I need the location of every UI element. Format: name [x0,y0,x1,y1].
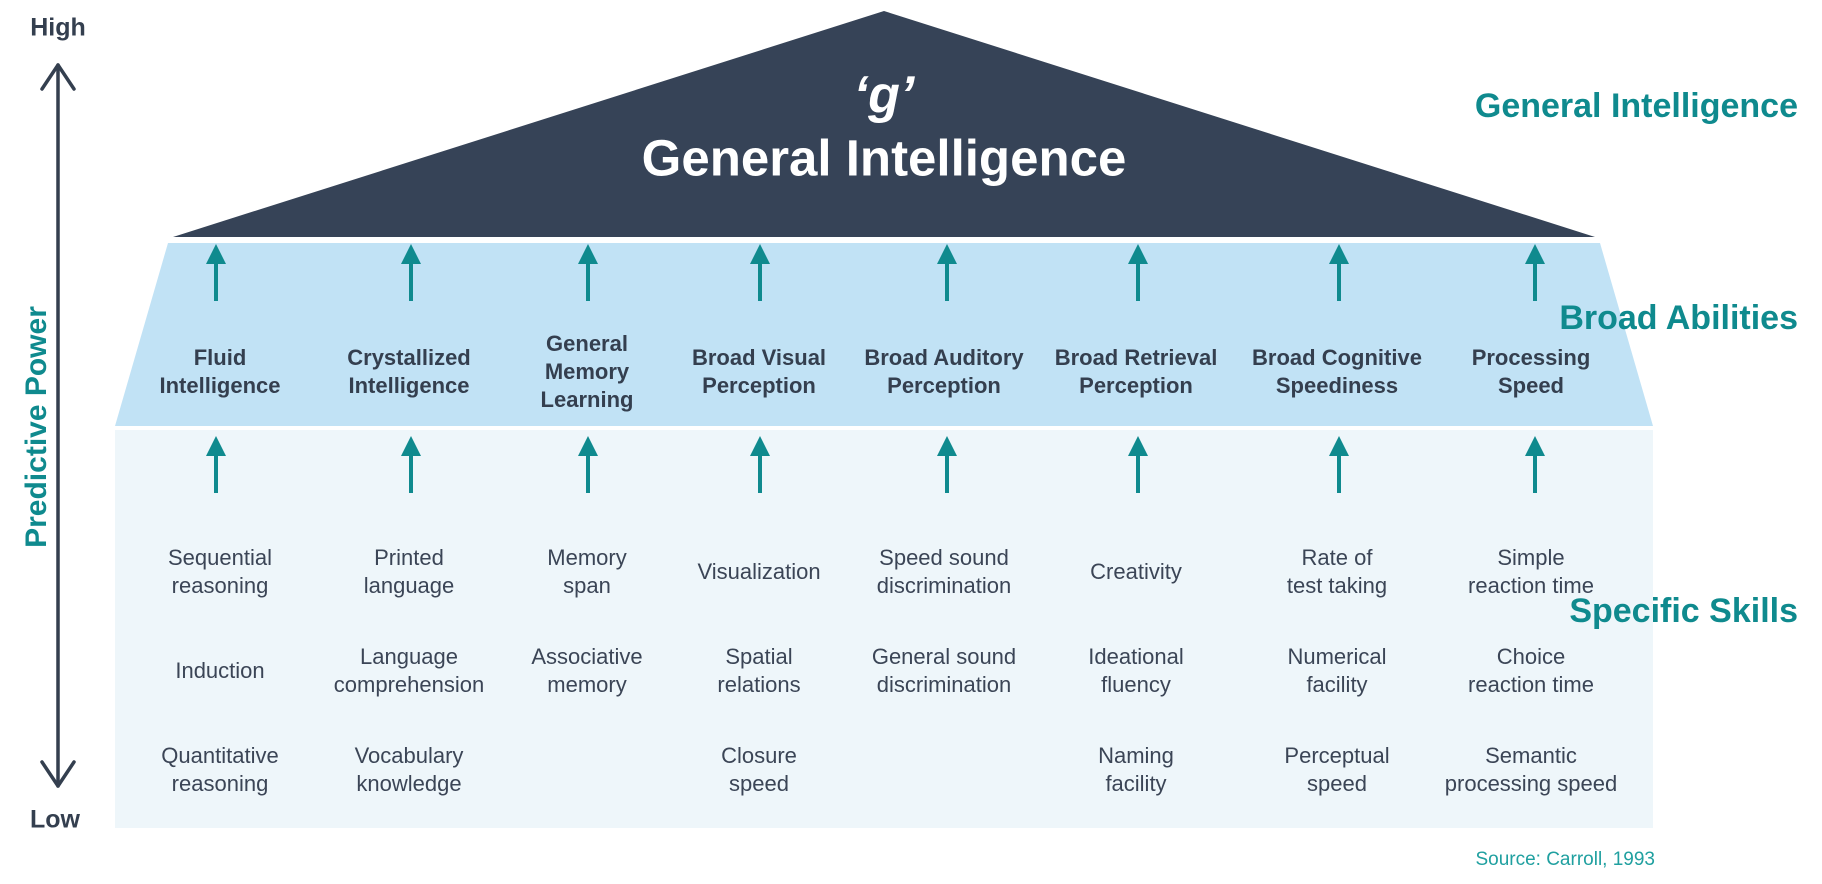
specific-skills-band [115,430,1653,828]
specific-skill: Rate of test taking [1286,545,1388,598]
specific-skill: Semantic processing speed [1444,743,1618,796]
axis-up-arrow-icon [40,63,76,91]
specific-skill: Ideational fluency [1088,644,1184,697]
specific-skill: Quantitative reasoning [161,743,279,796]
specific-skill: Speed sound discrimination [876,545,1012,598]
general-intelligence-triangle [173,11,1595,237]
axis-high-label: High [30,13,86,42]
specific-skill: Choice reaction time [1468,644,1594,697]
specific-skill: Perceptual speed [1284,743,1390,796]
broad-ability: Crystallized Intelligence [347,345,471,398]
source-note: Source: Carroll, 1993 [1475,849,1655,870]
specific-skill: Language comprehension [333,644,485,697]
broad-ability: General Memory Learning [540,331,634,412]
specific-skill: Numerical facility [1287,644,1387,697]
specific-skill: Spatial relations [717,644,801,697]
broad-ability: Broad Retrieval Perception [1054,345,1218,398]
broad-ability: Fluid Intelligence [159,345,281,398]
specific-skill: Vocabulary knowledge [354,743,464,796]
axis-low-label: Low [30,805,80,834]
specific-skill: Simple reaction time [1468,545,1594,598]
specific-skill: Sequential reasoning [168,545,272,598]
general-intelligence-title: General Intelligence [641,129,1127,187]
broad-ability: Broad Cognitive Speediness [1252,345,1422,398]
level-label-specific: Specific Skills [1569,592,1798,630]
level-label-general: General Intelligence [1474,87,1798,125]
specific-skill: Visualization [697,559,821,584]
broad-ability: Broad Visual Perception [691,345,827,398]
axis-title: Predictive Power [20,306,53,548]
specific-skill: Creativity [1090,559,1182,584]
g-symbol: ‘g’ [853,66,915,124]
specific-skill: Naming facility [1098,743,1174,796]
specific-skill: Printed language [363,545,455,598]
broad-ability: Processing Speed [1471,345,1591,398]
broad-ability: Broad Auditory Perception [864,345,1024,398]
level-label-broad: Broad Abilities [1559,299,1798,337]
broad-abilities-band [115,243,1653,426]
predictive-power-axis [40,63,76,788]
specific-skill: Associative memory [531,644,643,697]
specific-skill: Induction [175,658,265,683]
axis-down-arrow-icon [40,760,76,788]
specific-skill: Closure speed [721,743,797,796]
specific-skill: General sound discrimination [871,644,1017,697]
specific-skill: Memory span [547,545,627,598]
